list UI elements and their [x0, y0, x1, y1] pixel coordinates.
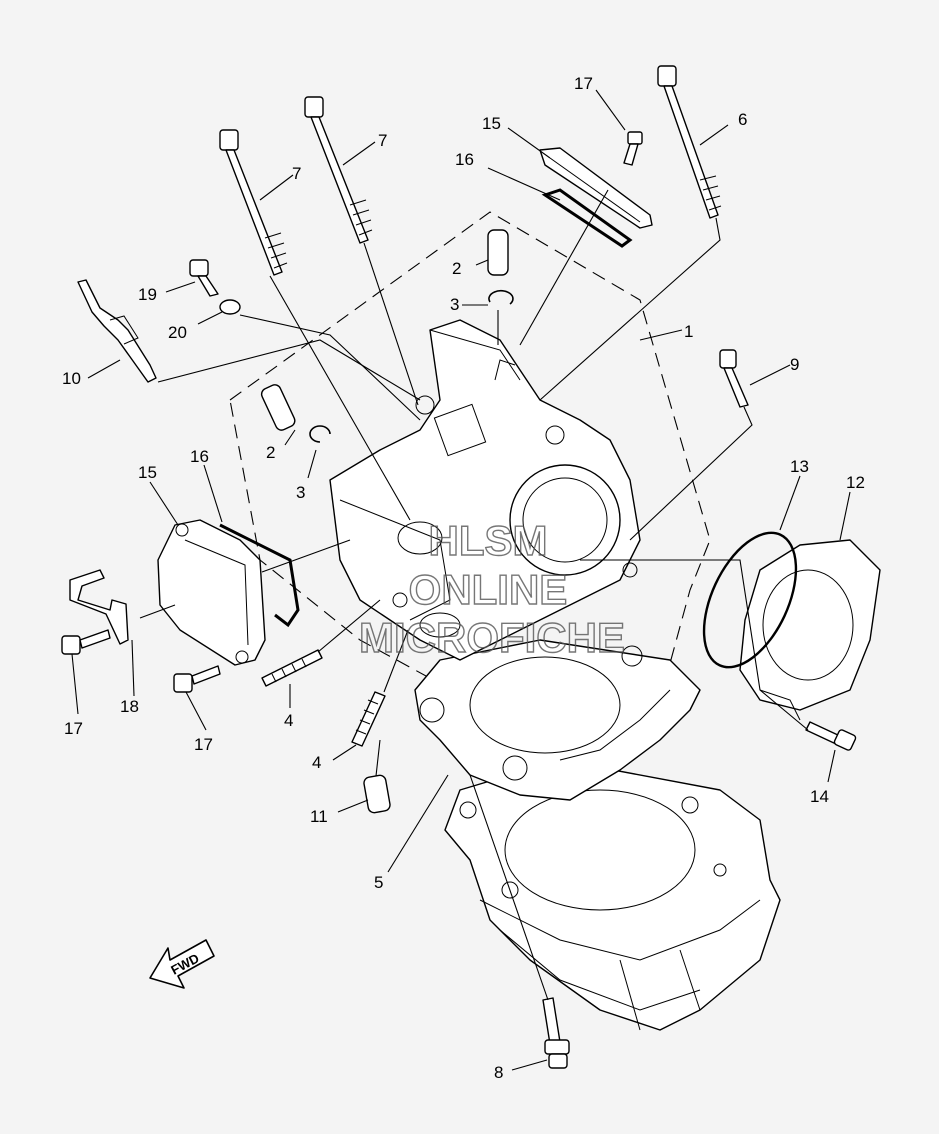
cylinder-bolt-6 [657, 65, 722, 219]
top-cover-gasket [541, 188, 633, 248]
callout-14: 14 [810, 787, 829, 806]
callout-17-top: 17 [574, 74, 593, 93]
cylinder-head [329, 319, 641, 661]
callout-4-lower: 4 [312, 753, 321, 772]
clip-3-left [309, 425, 331, 443]
callout-5: 5 [374, 873, 383, 892]
callout-7-left: 7 [292, 164, 301, 183]
stud-4-lower [351, 691, 386, 747]
head-gasket [414, 639, 701, 801]
clip-3-top [488, 289, 514, 305]
callout-17-left: 17 [64, 719, 83, 738]
dowel-11 [363, 774, 391, 814]
callout-labels: 1 2 2 3 3 4 4 5 6 7 7 8 9 10 11 12 13 14… [62, 74, 865, 1082]
callout-10: 10 [62, 369, 81, 388]
cover-bolt-17-lower [173, 665, 221, 693]
fwd-arrow-icon: FWD [149, 939, 215, 989]
breather-bracket-18 [69, 569, 129, 645]
watermark: HLSM ONLINE MICROFICHE [358, 516, 625, 661]
callout-8: 8 [494, 1063, 503, 1082]
callout-20: 20 [168, 323, 187, 342]
callout-7-middle: 7 [378, 131, 387, 150]
stud-4-left [261, 649, 323, 687]
cover-bolt-17-top [623, 131, 643, 166]
callout-2-left: 2 [266, 443, 275, 462]
valve-guide-2-top [487, 229, 509, 276]
callout-18: 18 [120, 697, 139, 716]
leader-lines [71, 89, 851, 1071]
cylinder-block [444, 759, 781, 1031]
callout-17-lower: 17 [194, 735, 213, 754]
callout-16-left: 16 [190, 447, 209, 466]
bolt-14 [805, 721, 857, 751]
watermark-line3: MICROFICHE [359, 614, 625, 661]
bolt-8 [542, 997, 570, 1069]
intake-joint [739, 539, 881, 721]
callout-16-top: 16 [455, 150, 474, 169]
callout-3-left: 3 [296, 483, 305, 502]
cover-bolt-17-left [61, 629, 111, 655]
cylinder-bolt-7-middle [304, 96, 373, 244]
fwd-label: FWD [168, 951, 201, 978]
callout-15-top: 15 [482, 114, 501, 133]
callout-19: 19 [138, 285, 157, 304]
bolt-9 [719, 349, 749, 408]
left-cover-gasket [219, 523, 300, 628]
washer-20 [219, 299, 241, 315]
callout-11: 11 [310, 807, 328, 826]
callout-3-top: 3 [450, 295, 459, 314]
callout-9: 9 [790, 355, 799, 374]
cylinder-bolt-7-left [219, 129, 288, 276]
left-valve-cover [157, 519, 266, 666]
callout-12: 12 [846, 473, 865, 492]
valve-guide-2-left [260, 384, 296, 431]
callout-4-left: 4 [284, 711, 293, 730]
callout-6: 6 [738, 110, 747, 129]
callout-15-left: 15 [138, 463, 157, 482]
watermark-line2: ONLINE [409, 566, 568, 613]
bolt-19 [189, 259, 219, 297]
spark-plug [77, 279, 157, 383]
intake-o-ring [702, 531, 798, 669]
callout-2-top: 2 [452, 259, 461, 278]
callout-13: 13 [790, 457, 809, 476]
top-valve-cover [539, 147, 653, 229]
callout-1: 1 [684, 322, 693, 341]
watermark-line1: HLSM [429, 517, 548, 564]
